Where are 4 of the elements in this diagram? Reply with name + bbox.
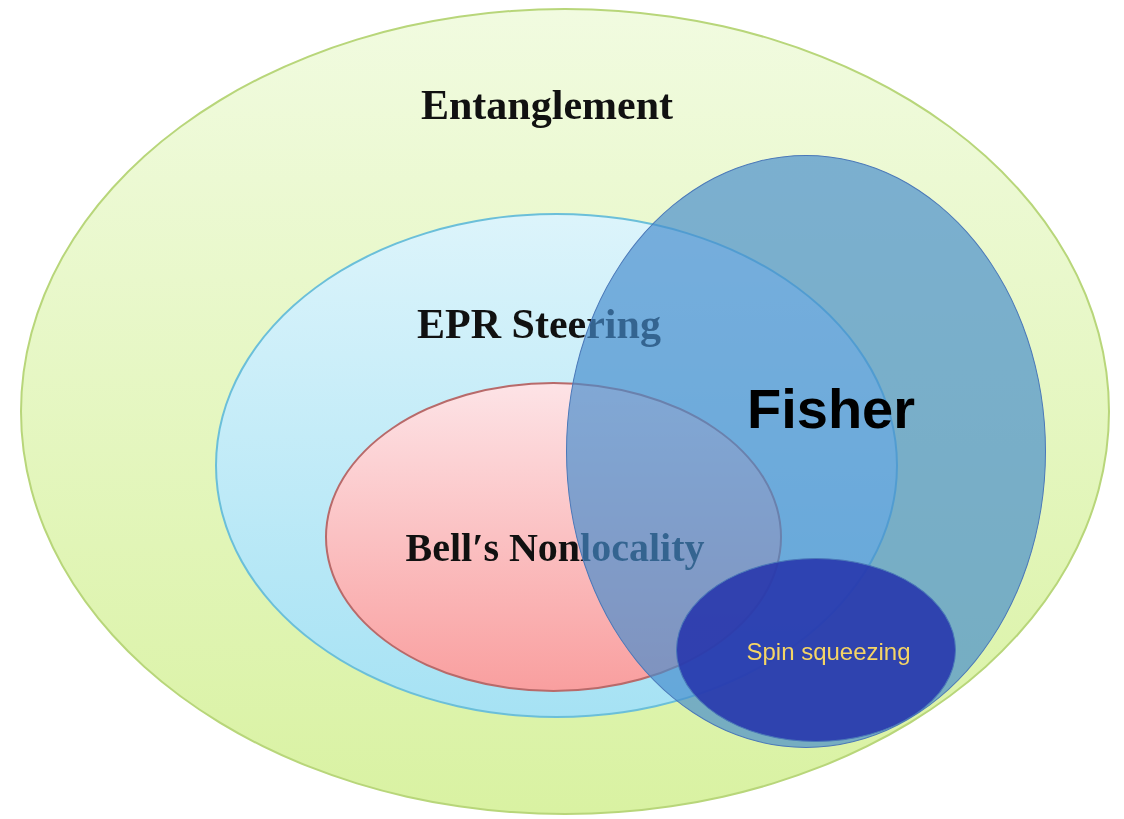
set-label: EPR Steering: [417, 300, 661, 348]
set-label: Spin squeezing: [746, 637, 911, 666]
set-label: Entanglement: [421, 81, 673, 129]
set-label: Fisher: [746, 375, 916, 441]
